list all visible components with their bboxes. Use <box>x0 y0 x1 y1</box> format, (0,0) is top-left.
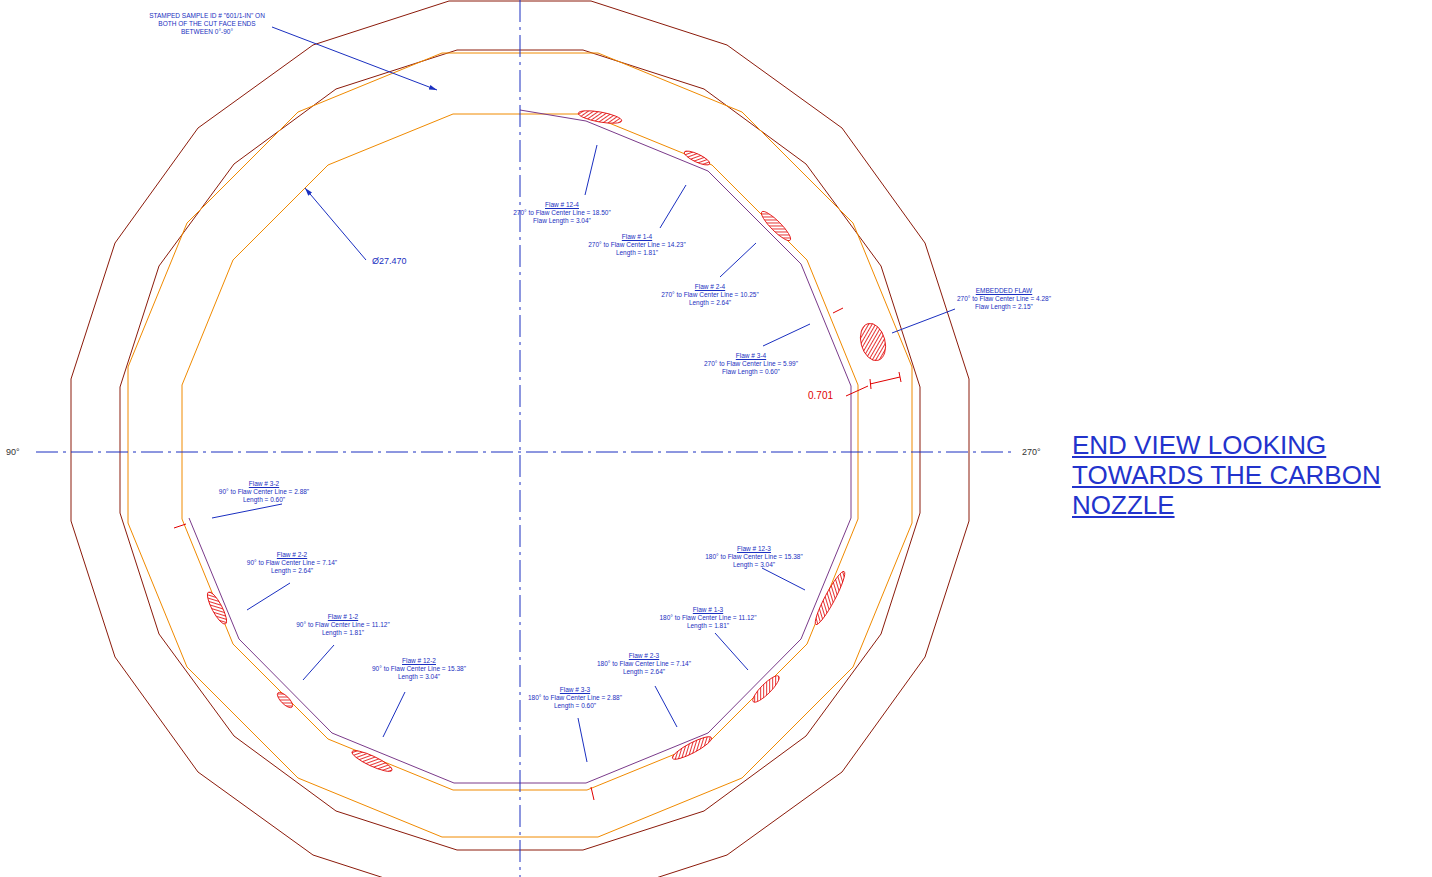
flaw-length: Length = 3.04" <box>398 673 440 681</box>
flaw-length: Length = 2.64" <box>271 567 313 575</box>
flaw-length: Length = 1.81" <box>616 249 658 257</box>
flaw-marks <box>204 108 889 775</box>
flaw-length: Length = 0.60" <box>554 702 596 710</box>
flaw-length: Flaw Length = 2.15" <box>975 303 1033 311</box>
view-title: END VIEW LOOKING TOWARDS THE CARBON NOZZ… <box>1072 430 1422 520</box>
flaw-location: 90° to Flaw Center Line = 7.14" <box>247 559 337 567</box>
flaw-title: Flaw # 3-4 <box>736 352 766 360</box>
flaw-length: Length = 1.81" <box>322 629 364 637</box>
flaw-location: 180° to Flaw Center Line = 2.88" <box>528 694 622 702</box>
flaw-title: Flaw # 1-4 <box>622 233 652 241</box>
flaw-title: Flaw # 2-4 <box>695 283 725 291</box>
flaw-location: 270° to Flaw Center Line = 10.25" <box>661 291 759 299</box>
flaw-title: Flaw # 1-3 <box>693 606 723 614</box>
horizontal-center-line <box>36 452 1016 453</box>
flaw-location: 270° to Flaw Center Line = 5.99" <box>704 360 798 368</box>
note-text: STAMPED SAMPLE ID # "601/1-IN" ON BOTH O… <box>145 12 270 36</box>
flaw-length: Length = 2.64" <box>689 299 731 307</box>
flaw-length: Length = 2.64" <box>623 668 665 676</box>
flaw-title: EMBEDDED FLAW <box>976 287 1032 295</box>
flaw-title: Flaw # 3-2 <box>249 480 279 488</box>
flaw-location: 180° to Flaw Center Line = 15.38" <box>705 553 803 561</box>
flaw-title: Flaw # 3-3 <box>560 686 590 694</box>
flaw-length: Length = 1.81" <box>687 622 729 630</box>
flaw-length: Length = 3.04" <box>733 561 775 569</box>
leader-lines <box>212 27 955 762</box>
flaw-title: Flaw # 12-4 <box>545 201 579 209</box>
vertical-center-line <box>520 0 521 877</box>
flaw-title: Flaw # 1-2 <box>328 613 358 621</box>
flaw-location: 90° to Flaw Center Line = 11.12" <box>296 621 390 629</box>
diameter-dimension: Ø27.470 <box>372 256 407 267</box>
flaw-title: Flaw # 2-3 <box>629 652 659 660</box>
flaw-length: Flaw Length = 3.04" <box>533 217 591 225</box>
dimension-value: 0.701 <box>808 390 833 402</box>
flaw-location: 180° to Flaw Center Line = 11.12" <box>659 614 756 622</box>
dimension-marks <box>174 308 901 800</box>
angle-label: 90° <box>6 447 20 458</box>
flaw-title: Flaw # 12-3 <box>737 545 771 553</box>
flaw-location: 270° to Flaw Center Line = 4.28" <box>957 295 1051 303</box>
flaw-location: 180° to Flaw Center Line = 7.14" <box>597 660 691 668</box>
flaw-location: 90° to Flaw Center Line = 15.38" <box>372 665 466 673</box>
flaw-location: 90° to Flaw Center Line = 2.88" <box>219 488 309 496</box>
angle-label: 270° <box>1022 447 1041 458</box>
flaw-title: Flaw # 12-2 <box>402 657 436 665</box>
pipe-outer-outline <box>71 1 969 877</box>
flaw-location: 270° to Flaw Center Line = 18.50" <box>513 209 611 217</box>
flaw-length: Flaw Length = 0.60" <box>722 368 780 376</box>
flaw-title: Flaw # 2-2 <box>277 551 307 559</box>
flaw-location: 270° to Flaw Center Line = 14.23" <box>588 241 686 249</box>
flaw-length: Length = 0.60" <box>243 496 285 504</box>
